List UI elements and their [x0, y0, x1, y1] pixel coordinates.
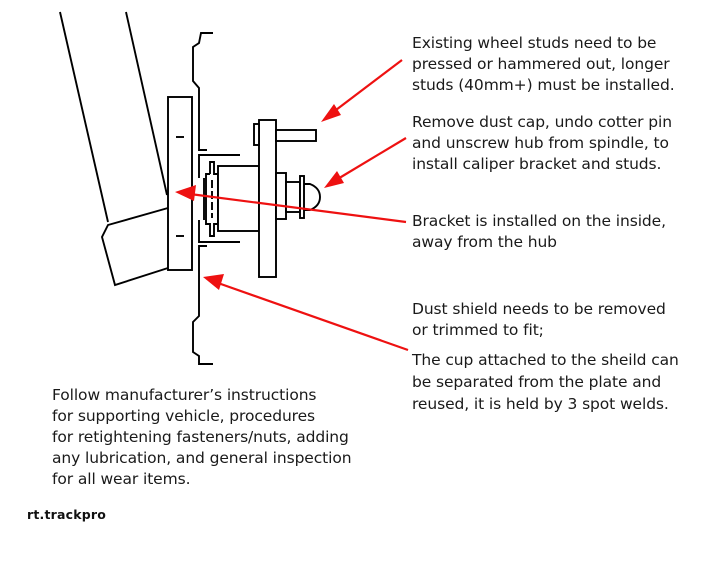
note-line: Remove dust cap, undo cotter pin — [412, 113, 672, 131]
hub-cup — [198, 154, 240, 243]
note-line: pressed or hammered out, longer — [412, 55, 670, 73]
note-line: Existing wheel studs need to be — [412, 34, 657, 52]
note-line: for all wear items. — [52, 470, 191, 488]
note-line: install caliper bracket and studs. — [412, 155, 662, 173]
note-shield-cup: The cup attached to the sheild can be se… — [412, 349, 679, 415]
note-line: Follow manufacturer’s instructions — [52, 386, 317, 404]
note-line: any lubrication, and general inspection — [52, 449, 352, 467]
caliper-bracket — [167, 96, 193, 271]
wheel-stud-head — [253, 123, 260, 146]
note-bracket: Bracket is installed on the inside, away… — [412, 211, 666, 253]
note-line: for retightening fasteners/nuts, adding — [52, 428, 349, 446]
dust-shield-upper — [192, 32, 213, 151]
hub-cup-lower — [198, 220, 240, 243]
spindle-nut — [275, 172, 287, 220]
note-line: Dust shield needs to be removed — [412, 300, 666, 318]
note-line: and unscrew hub from spindle, to — [412, 134, 669, 152]
bearing-seal — [205, 161, 219, 237]
note-line: or trimmed to fit; — [412, 321, 544, 339]
hub-cup-upper — [198, 154, 240, 178]
wheel-stud — [275, 129, 317, 142]
note-line: Bracket is installed on the inside, — [412, 212, 666, 230]
upright-right-edge — [125, 11, 168, 196]
note-manufacturer-instructions: Follow manufacturer’s instructions for s… — [52, 385, 352, 490]
note-wheel-studs: Existing wheel studs need to be pressed … — [412, 33, 675, 96]
note-line: The cup attached to the sheild can — [412, 351, 679, 369]
upright-left-edge — [59, 11, 109, 223]
note-line: for supporting vehicle, procedures — [52, 407, 316, 425]
brand-logo: rt.trackpro — [27, 507, 107, 522]
hub-flange — [258, 119, 277, 278]
note-line: reused, it is held by 3 spot welds. — [412, 395, 669, 413]
caliper-bracket-plate — [167, 96, 193, 271]
note-line: studs (40mm+) must be installed. — [412, 76, 675, 94]
arrow-studs — [321, 59, 403, 122]
upright — [59, 11, 168, 223]
dust-cap — [275, 172, 321, 220]
note-dust-cap: Remove dust cap, undo cotter pin and uns… — [412, 112, 672, 175]
note-line: away from the hub — [412, 233, 557, 251]
arrow-dust-cap — [324, 137, 407, 188]
arrow-dust-shield — [203, 274, 409, 352]
note-dust-shield: Dust shield needs to be removed or trimm… — [412, 299, 666, 341]
dust-cap-rim — [299, 175, 305, 219]
steering-knuckle — [100, 207, 169, 287]
dust-shield-lower — [192, 245, 213, 365]
note-line: be separated from the plate and — [412, 373, 662, 391]
arrow-bracket — [175, 185, 407, 224]
